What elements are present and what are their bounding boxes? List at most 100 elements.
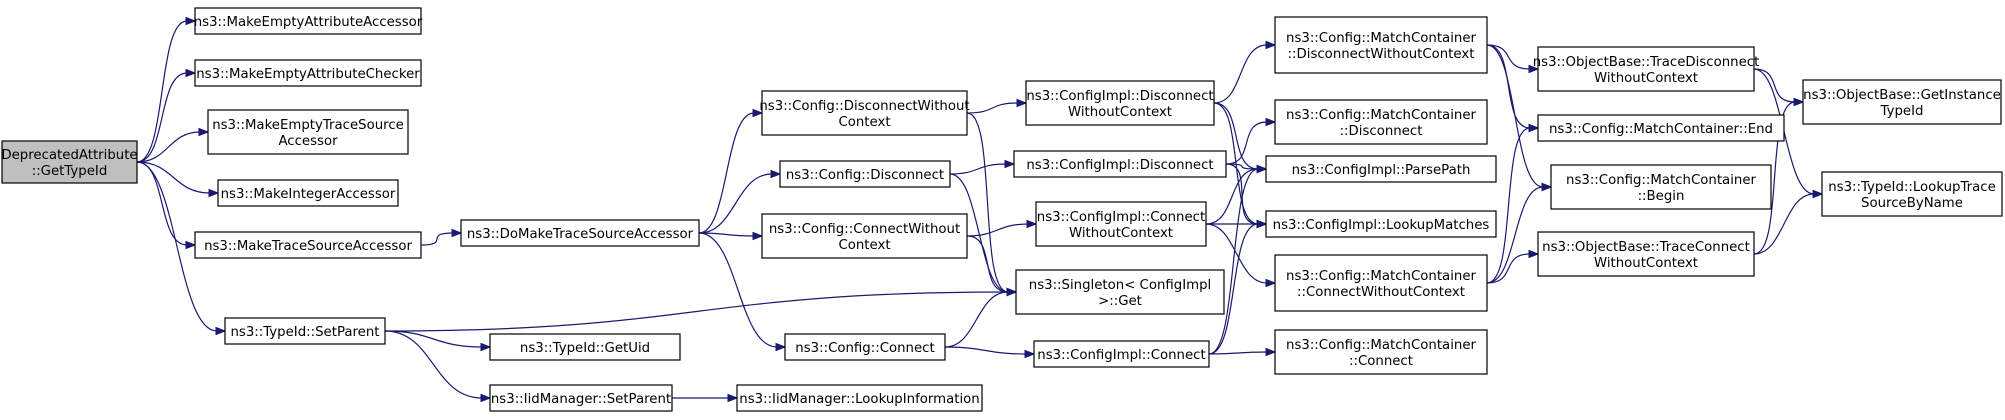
node-box-n20[interactable]: [1274, 16, 1488, 74]
node-n22[interactable]: ns3::ConfigImpl::ParsePath: [1265, 155, 1497, 183]
node-box-n28[interactable]: [1550, 164, 1772, 210]
node-n19[interactable]: ns3::ConfigImpl::Connect: [1033, 340, 1210, 368]
edge-n13-n18: [966, 235, 1009, 293]
node-label-root-line-0: DeprecatedAttribute: [1, 148, 137, 163]
edge-n7-n14: [698, 232, 778, 348]
node-box-n16[interactable]: [1013, 150, 1227, 178]
node-box-n29[interactable]: [1537, 231, 1755, 277]
node-n24[interactable]: ns3::Config::MatchContainer::ConnectWith…: [1274, 254, 1488, 312]
edge-arrowhead-n24-n28: [1541, 182, 1553, 192]
node-box-n3[interactable]: [207, 109, 409, 155]
node-label-n19-line-0: ns3::ConfigImpl::Connect: [1037, 348, 1205, 363]
node-label-n3-line-0: ns3::MakeEmptyTraceSource: [212, 118, 404, 133]
node-box-n12[interactable]: [779, 160, 951, 188]
edge-arrowhead-n9-n10: [727, 393, 739, 403]
node-box-n9[interactable]: [489, 384, 673, 412]
node-label-n24-line-1: ::ConnectWithoutContext: [1297, 285, 1465, 300]
node-box-n6[interactable]: [224, 317, 386, 345]
node-box-n5[interactable]: [194, 231, 422, 259]
edge-n24-n27: [1486, 127, 1531, 284]
node-label-n18-line-1: >::Get: [1098, 294, 1142, 309]
node-box-n11[interactable]: [761, 90, 968, 136]
node-n12[interactable]: ns3::Config::Disconnect: [779, 160, 951, 188]
edge-n17-n24: [1205, 223, 1268, 284]
node-n23[interactable]: ns3::ConfigImpl::LookupMatches: [1265, 210, 1497, 238]
edge-n12-n16: [949, 163, 1007, 175]
node-n6[interactable]: ns3::TypeId::SetParent: [224, 317, 386, 345]
node-box-n1[interactable]: [194, 7, 422, 35]
node-box-n7[interactable]: [460, 219, 700, 247]
node-n9[interactable]: ns3::IidManager::SetParent: [489, 384, 673, 412]
node-n28[interactable]: ns3::Config::MatchContainer::Begin: [1550, 164, 1772, 210]
node-box-n17[interactable]: [1035, 201, 1207, 247]
edge-arrowhead-root-n1: [185, 16, 197, 26]
node-n20[interactable]: ns3::Config::MatchContainer::DisconnectW…: [1274, 16, 1488, 74]
node-box-n21[interactable]: [1274, 99, 1488, 145]
node-label-n26-line-0: ns3::ObjectBase::TraceDisconnect: [1533, 55, 1760, 70]
node-box-n19[interactable]: [1033, 340, 1210, 368]
node-box-n25[interactable]: [1274, 329, 1488, 375]
node-label-n3-line-1: Accessor: [278, 134, 338, 149]
node-n10[interactable]: ns3::IidManager::LookupInformation: [736, 384, 983, 412]
node-box-n10[interactable]: [736, 384, 983, 412]
node-box-n22[interactable]: [1265, 155, 1497, 183]
edge-n5-n7: [420, 232, 454, 246]
node-n25[interactable]: ns3::Config::MatchContainer::Connect: [1274, 329, 1488, 375]
node-box-n4[interactable]: [217, 179, 399, 207]
edge-arrowhead-n17-n24: [1265, 278, 1277, 288]
edge-n7-n13: [698, 232, 755, 237]
node-label-n31-line-0: ns3::TypeId::LookupTrace: [1828, 180, 1996, 195]
node-label-n28-line-1: ::Begin: [1638, 189, 1685, 204]
node-n18[interactable]: ns3::Singleton< ConfigImpl >::Get: [1015, 269, 1225, 315]
node-n14[interactable]: ns3::Config::Connect: [784, 333, 946, 361]
edge-n6-n9: [384, 330, 483, 399]
node-box-n2[interactable]: [194, 59, 422, 87]
node-n8[interactable]: ns3::TypeId::GetUid: [489, 333, 681, 361]
node-n11[interactable]: ns3::Config::DisconnectWithoutContext: [759, 90, 970, 136]
edge-arrowhead-n11-n15: [1016, 98, 1028, 108]
node-n17[interactable]: ns3::ConfigImpl::ConnectWithoutContext: [1035, 201, 1207, 247]
node-n7[interactable]: ns3::DoMakeTraceSourceAccessor: [460, 219, 700, 247]
node-box-n23[interactable]: [1265, 210, 1497, 238]
node-label-n1-line-0: ns3::MakeEmptyAttributeAccessor: [194, 15, 423, 30]
node-n21[interactable]: ns3::Config::MatchContainer::Disconnect: [1274, 99, 1488, 145]
node-n4[interactable]: ns3::MakeIntegerAccessor: [217, 179, 399, 207]
edge-n14-n18: [944, 291, 1009, 348]
edge-arrowhead-n12-n16: [1004, 159, 1016, 169]
nodes-layer: DeprecatedAttribute::GetTypeId ns3::MakeE…: [1, 7, 2003, 412]
node-box-n8[interactable]: [489, 333, 681, 361]
node-n13[interactable]: ns3::Config::ConnectWithoutContext: [761, 213, 968, 259]
node-n5[interactable]: ns3::MakeTraceSourceAccessor: [194, 231, 422, 259]
node-box-n30[interactable]: [1802, 79, 2002, 125]
node-box-n27[interactable]: [1537, 114, 1785, 142]
node-box-n24[interactable]: [1274, 254, 1488, 312]
node-n16[interactable]: ns3::ConfigImpl::Disconnect: [1013, 150, 1227, 178]
node-n2[interactable]: ns3::MakeEmptyAttributeChecker: [194, 59, 422, 87]
node-n27[interactable]: ns3::Config::MatchContainer::End: [1537, 114, 1785, 142]
edge-n24-n29: [1486, 253, 1531, 284]
node-n1[interactable]: ns3::MakeEmptyAttributeAccessor: [194, 7, 423, 35]
node-n15[interactable]: ns3::ConfigImpl::DisconnectWithoutContex…: [1025, 80, 1215, 126]
node-box-n18[interactable]: [1015, 269, 1225, 315]
node-n29[interactable]: ns3::ObjectBase::TraceConnectWithoutCont…: [1537, 231, 1755, 277]
edge-n11-n18: [966, 112, 1009, 293]
node-box-root[interactable]: [1, 140, 138, 184]
node-box-n26[interactable]: [1537, 46, 1755, 92]
node-box-n14[interactable]: [784, 333, 946, 361]
node-label-n17-line-1: WithoutContext: [1069, 226, 1173, 241]
node-label-n28-line-0: ns3::Config::MatchContainer: [1566, 173, 1756, 188]
node-label-n2-line-0: ns3::MakeEmptyAttributeChecker: [196, 67, 420, 82]
edge-arrowhead-n14-n19: [1024, 349, 1036, 359]
node-n26[interactable]: ns3::ObjectBase::TraceDisconnectWithoutC…: [1533, 46, 1760, 92]
node-label-n21-line-1: ::Disconnect: [1340, 124, 1423, 139]
edge-n19-n25: [1208, 351, 1268, 355]
edge-n6-n18: [384, 291, 1009, 332]
node-box-n13[interactable]: [761, 213, 968, 259]
node-box-n31[interactable]: [1821, 171, 2003, 217]
node-box-n15[interactable]: [1025, 80, 1215, 126]
node-root[interactable]: DeprecatedAttribute::GetTypeId: [1, 140, 138, 184]
